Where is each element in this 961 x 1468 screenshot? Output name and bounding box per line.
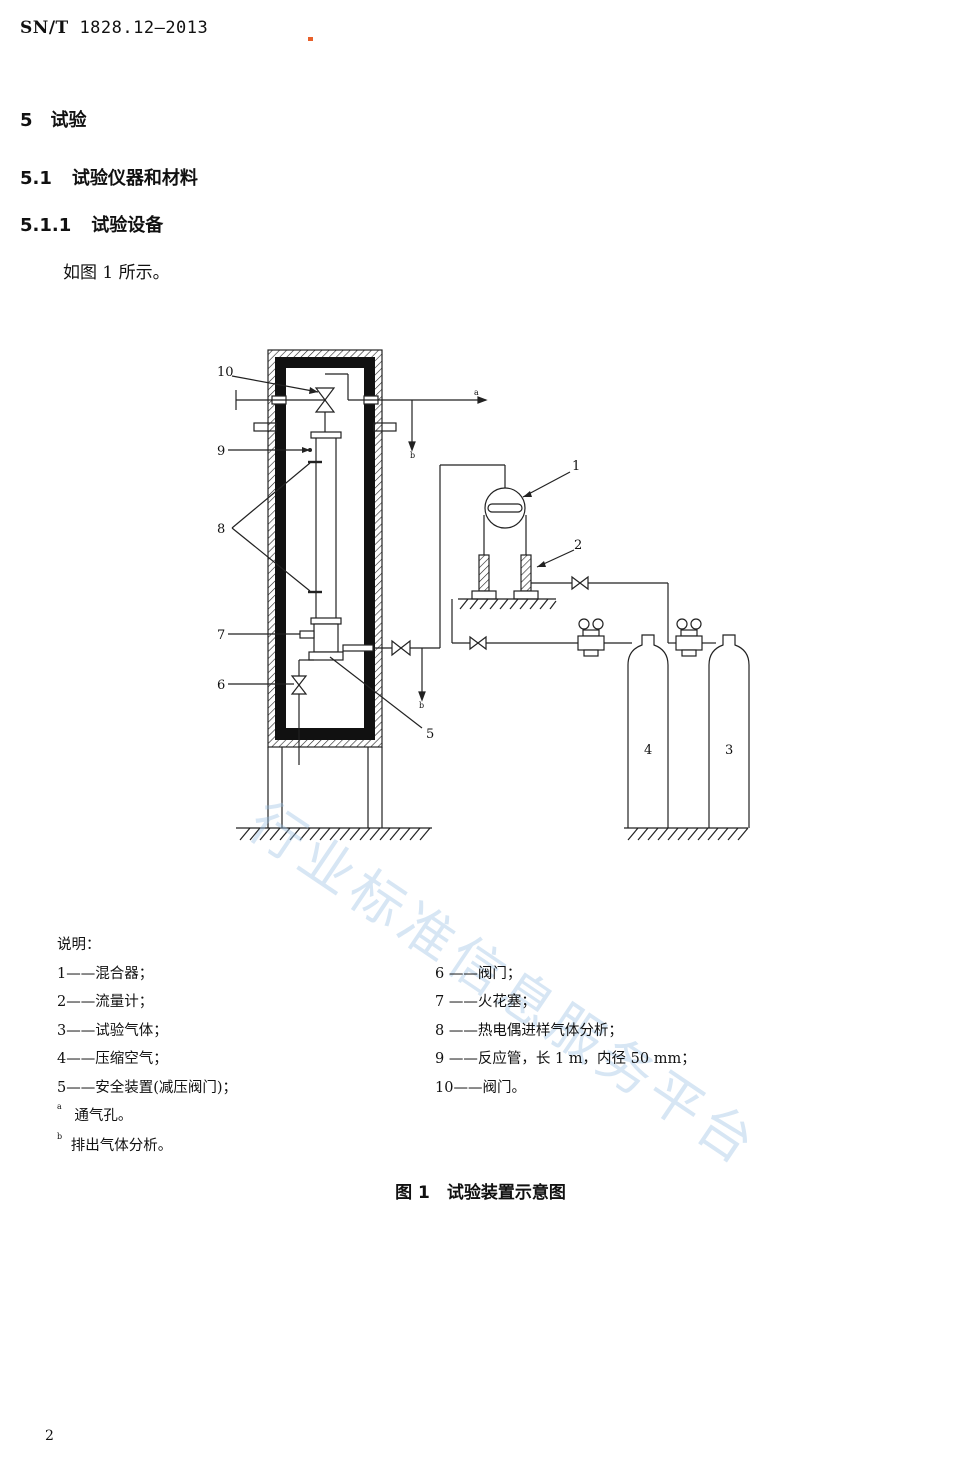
page-number: 2 xyxy=(45,1428,54,1444)
callout-1: 1 xyxy=(572,459,580,474)
callout-8: 8 xyxy=(217,522,225,537)
ground-hatch-left xyxy=(236,827,432,841)
legend-item-3: 3——试验气体； xyxy=(57,1023,168,1039)
valve-6 xyxy=(290,675,308,695)
callout-4: 4 xyxy=(644,743,652,758)
legend-item-8: 8 ——热电偶进样气体分析； xyxy=(435,1023,623,1039)
standard-code: SN/T xyxy=(20,18,69,38)
callout-10: 10 xyxy=(217,365,234,380)
legend-note-a: a 通气孔。 xyxy=(57,1102,133,1124)
header-orange-mark xyxy=(308,37,313,41)
flow-mark-b-bottom: b xyxy=(419,701,424,710)
legend-item-5: 5——安全装置(减压阀门)； xyxy=(57,1080,238,1096)
mixer-1 xyxy=(484,487,526,529)
legend-item-1: 1——混合器； xyxy=(57,966,154,982)
legend-item-9: 9 ——反应管，长 1 m，内径 50 mm； xyxy=(435,1051,696,1067)
legend-item-7: 7 ——火花塞； xyxy=(435,994,536,1010)
regulator-cyl-3 xyxy=(675,618,716,657)
callout-6: 6 xyxy=(217,678,225,693)
standard-header: SN/T 1828.12—2013 xyxy=(20,18,208,38)
regulator-cyl-4 xyxy=(577,618,632,657)
cylinder-3-test-gas xyxy=(708,634,750,828)
ground-hatch-right xyxy=(624,827,749,841)
body-paragraph: 如图 1 所示。 xyxy=(63,263,170,283)
figure-caption: 图 1 试验装置示意图 xyxy=(395,1183,566,1203)
legend-title: 说明： xyxy=(57,937,101,953)
legend-item-10: 10——阀门。 xyxy=(435,1080,526,1096)
legend-item-2: 2——流量计； xyxy=(57,994,154,1010)
flow-mark-b-top: b xyxy=(410,451,415,460)
legend-item-4: 4——压缩空气； xyxy=(57,1051,168,1067)
callout-7: 7 xyxy=(217,628,225,643)
callout-2: 2 xyxy=(574,538,582,553)
valve-10 xyxy=(314,387,336,413)
callout-9: 9 xyxy=(217,444,225,459)
legend-item-6: 6 ——阀门； xyxy=(435,966,522,982)
standard-number: 1828.12—2013 xyxy=(79,18,209,38)
callout-5: 5 xyxy=(426,727,434,742)
cylinder-4-compressed-air xyxy=(627,634,669,828)
callout-3: 3 xyxy=(725,743,733,758)
apparatus-diagram: 10 9 8 7 6 5 1 2 4 3 a b b xyxy=(217,349,750,841)
legend-note-b: b 排出气体分析。 xyxy=(57,1132,173,1154)
valve-outlet xyxy=(391,639,411,657)
flow-mark-a: a xyxy=(474,388,479,397)
flowmeters-2 xyxy=(458,554,557,610)
